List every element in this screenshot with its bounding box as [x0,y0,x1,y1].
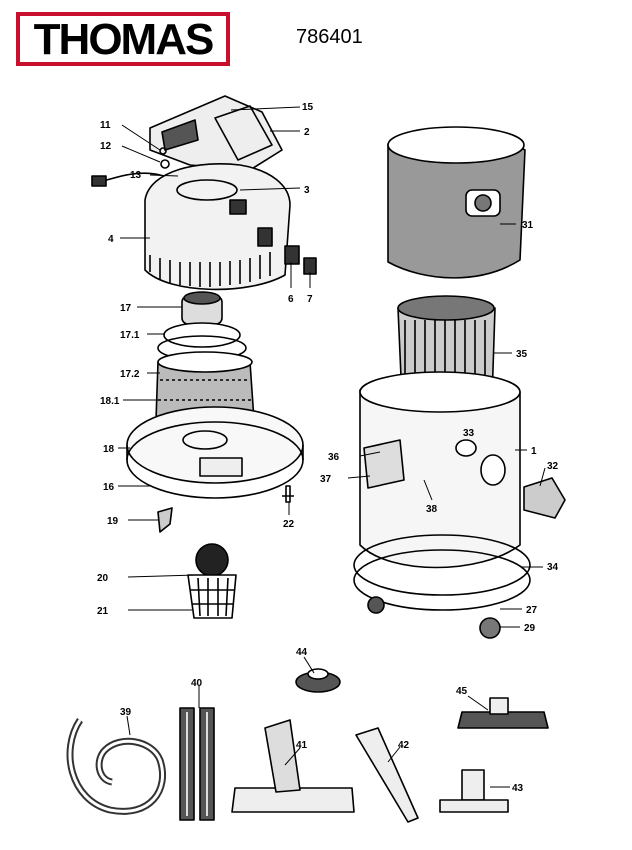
callout-13: 13 [130,170,142,181]
callout-42: 42 [398,740,410,751]
callout-18-1: 18.1 [100,396,120,407]
part-hose-inlet [523,477,566,519]
callout-39: 39 [120,707,132,718]
callout-41: 41 [296,740,308,751]
callout-11: 11 [100,120,111,131]
callout-15: 15 [302,102,314,113]
callout-19: 19 [107,516,119,527]
part-floor-nozzle [231,719,355,813]
callout-31: 31 [522,220,534,231]
callout-12: 12 [100,141,112,152]
callout-32: 32 [547,461,559,472]
part-motor-housing [144,162,291,291]
part-dusting-nozzle [439,769,509,813]
callout-43: 43 [512,783,524,794]
part-tank [359,371,521,569]
callout-22: 22 [283,519,295,530]
callout-21: 21 [97,606,109,617]
callout-44: 44 [296,647,308,658]
callout-36: 36 [328,452,340,463]
part-upholstery-nozzle [457,697,549,729]
callout-17-2: 17.2 [120,369,140,380]
leader-lines [118,106,546,788]
callout-35: 35 [516,349,528,360]
part-clip [157,507,173,533]
part-castor-ring [353,534,531,639]
callout-18: 18 [103,444,115,455]
part-top-cover [149,95,283,171]
callout-27: 27 [526,605,538,616]
callout-29: 29 [524,623,536,634]
model-number: 786401 [296,26,363,48]
brand-logo-text: THOMAS [33,15,215,64]
callout-6: 6 [288,294,294,305]
brand-logo: THOMAS [16,12,230,66]
callout-37: 37 [320,474,332,485]
callout-34: 34 [547,562,559,573]
part-motor-filter [155,351,255,421]
callout-17: 17 [120,303,132,314]
callout-3: 3 [304,185,310,196]
part-motor-base [126,406,304,499]
part-crevice-tool [355,727,419,823]
callout-40: 40 [191,678,203,689]
part-motor [157,291,247,361]
callout-16: 16 [103,482,115,493]
part-floor-nozzle-adapter [295,668,341,693]
callout-17-1: 17.1 [120,330,140,341]
part-switch-cover [303,257,317,275]
callout-20: 20 [97,573,109,584]
callout-labels: 15 2 11 12 13 3 4 6 7 17 17.1 17.2 18.1 … [97,102,559,794]
callout-1: 1 [531,446,537,457]
callout-33: 33 [463,428,475,439]
callout-38: 38 [426,504,438,515]
part-extension-tubes [179,707,215,821]
callout-2: 2 [304,127,310,138]
callout-7: 7 [307,294,313,305]
part-float-cage [187,543,237,619]
part-switch [284,245,300,265]
part-screw [282,485,294,503]
callout-45: 45 [456,686,468,697]
part-filter-bag [387,126,526,279]
callout-4: 4 [108,234,114,245]
part-hose [66,718,167,815]
